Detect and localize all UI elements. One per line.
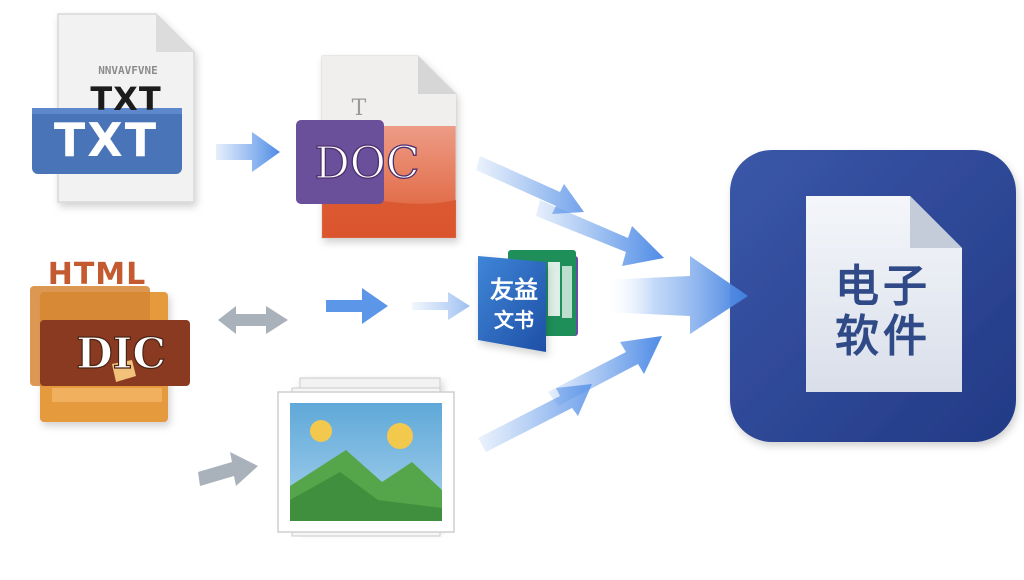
app-book-icon <box>478 250 578 352</box>
arrow-doc-to-target <box>476 156 664 266</box>
arrow-double-gray <box>218 306 288 334</box>
doc-purple-badge <box>296 120 384 204</box>
html-doc-label: DIC <box>76 328 167 378</box>
doc-top-mark: T <box>351 95 367 121</box>
html-doc-icon <box>30 286 190 422</box>
target-ebook-icon <box>730 150 1016 442</box>
txt-file-icon <box>32 13 195 203</box>
app-name-line2: 文书 <box>494 307 534 332</box>
arrow-txt-to-doc <box>216 132 280 172</box>
txt-badge-label: TXT <box>53 113 159 167</box>
txt-faint-label: TXT <box>90 80 162 118</box>
target-label-line2: 软件 <box>835 311 931 362</box>
target-label: 电子 软件 <box>808 262 958 362</box>
arrow-html-to-app <box>326 288 470 324</box>
arrow-image-to-target <box>478 336 662 452</box>
doc-file-icon <box>296 55 457 239</box>
html-title: HTML <box>47 256 147 292</box>
doc-badge-label: DOC <box>314 137 420 189</box>
txt-badge <box>32 108 182 174</box>
app-name-line1: 友益 <box>490 275 538 304</box>
target-label-line1: 电子 <box>835 261 931 312</box>
image-file-icon <box>277 377 455 537</box>
arrow-app-to-target <box>604 256 748 334</box>
txt-noise-text: NNVAVFVNE <box>98 63 158 77</box>
arrow-gray-to-image <box>198 452 258 486</box>
